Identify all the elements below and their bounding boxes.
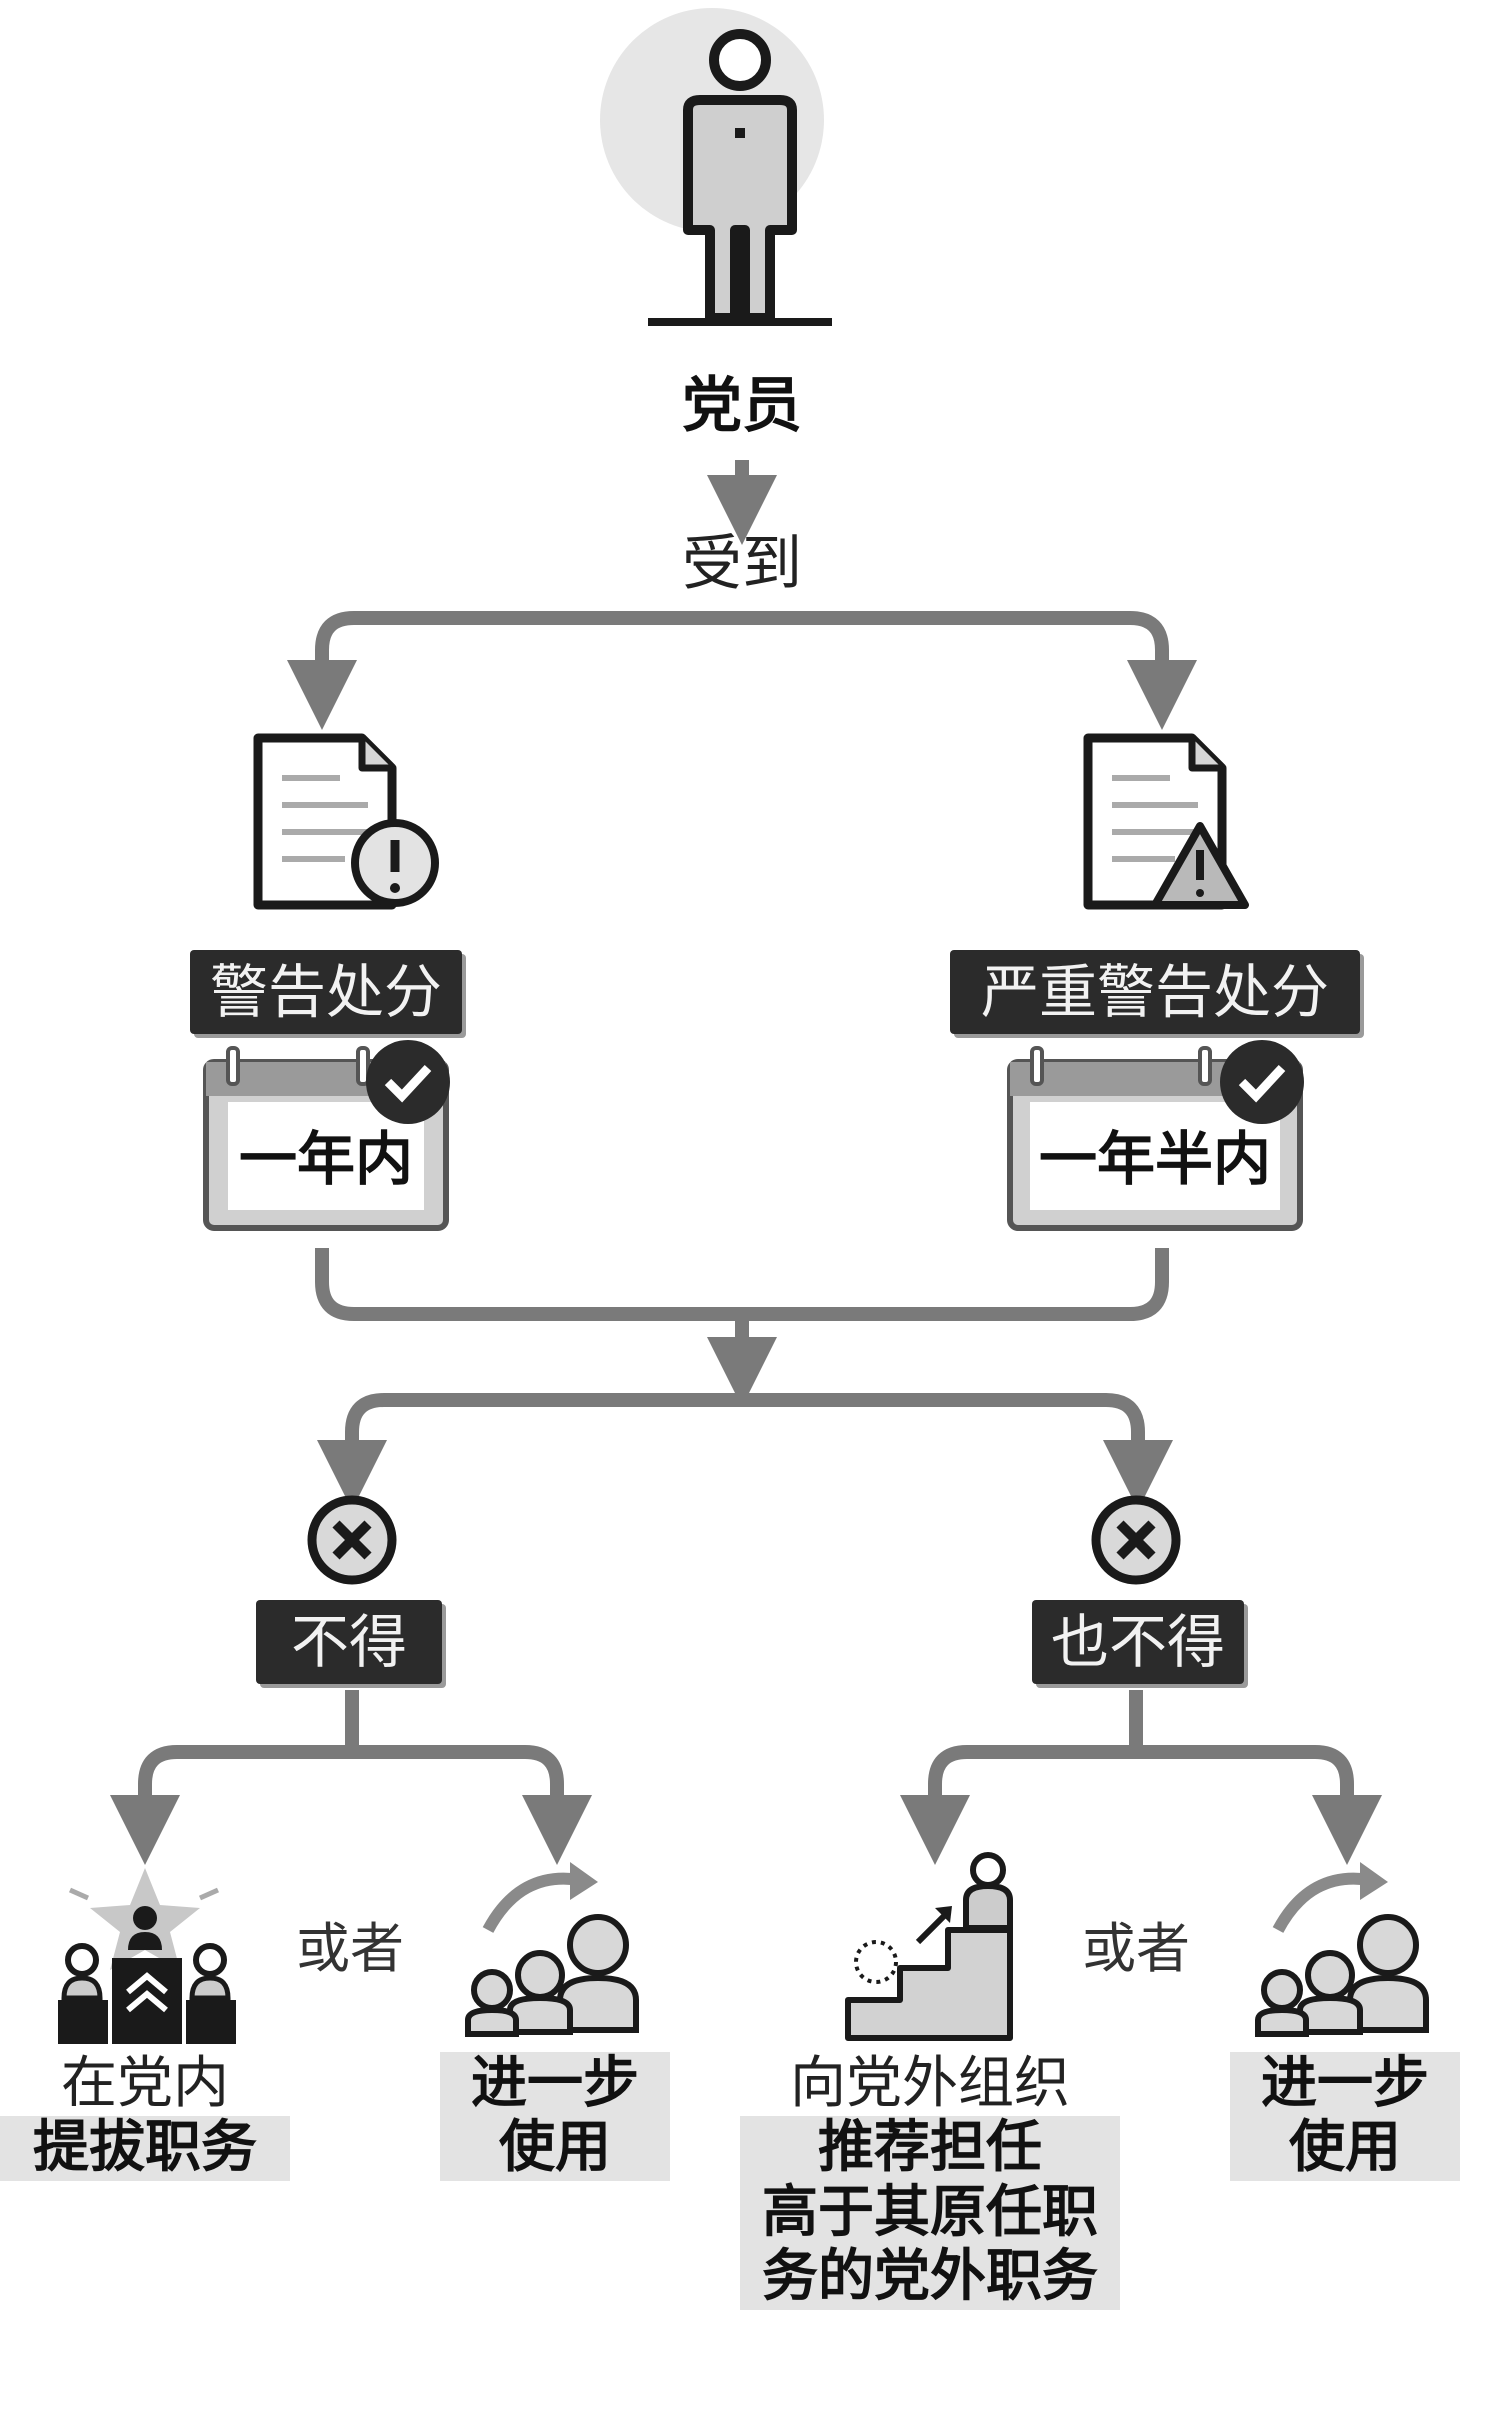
outcome-line: 向党外组织 [790,2051,1070,2116]
outcome-line: 提拔职务 [0,2115,290,2181]
outcome-line: 使用 [440,2115,670,2181]
group-arrow-icon [1255,1862,1429,2037]
outcome-line: 务的党外职务 [740,2244,1120,2310]
outcome-line: 使用 [1230,2115,1460,2181]
connector-lines [110,460,1382,1865]
document-exclamation-icon [253,733,439,910]
calendar-check-icon [1007,1040,1304,1231]
outcome-line: 高于其原任职 [740,2180,1120,2246]
prohibition-label: 不得 [256,1600,442,1684]
outcome-promote-in-party: 在党内 提拔职务 [0,2051,290,2181]
cancel-icon [307,1495,397,1585]
cancel-icon [1091,1495,1181,1585]
person-icon [600,8,832,326]
document-warning-icon [1083,733,1249,910]
outcome-line: 进一步 [440,2051,670,2117]
period-one-and-half-year: 一年半内 [1038,1125,1271,1193]
calendar-check-icon [203,1040,450,1231]
outcome-line: 进一步 [1230,2051,1460,2117]
party-member-label: 党员 [682,371,802,441]
prohibition-also-label: 也不得 [1032,1600,1244,1684]
receive-label: 受到 [682,529,802,599]
promotion-icon [58,1868,236,2044]
warning-penalty-label: 警告处分 [190,950,462,1034]
outcome-further-use: 进一步 使用 [440,2051,670,2181]
serious-warning-penalty-label: 严重警告处分 [950,950,1360,1034]
or-label: 或者 [296,1917,404,1980]
outcome-further-use: 进一步 使用 [1230,2051,1460,2181]
outcome-line: 在党内 [61,2051,229,2116]
stairs-icon [845,1852,1013,2041]
group-arrow-icon [465,1862,639,2037]
period-one-year: 一年内 [238,1125,413,1193]
outcome-recommend-outside-party: 向党外组织 推荐担任 高于其原任职 务的党外职务 [740,2051,1120,2310]
outcome-line: 推荐担任 [740,2115,1120,2181]
or-label: 或者 [1082,1917,1190,1980]
